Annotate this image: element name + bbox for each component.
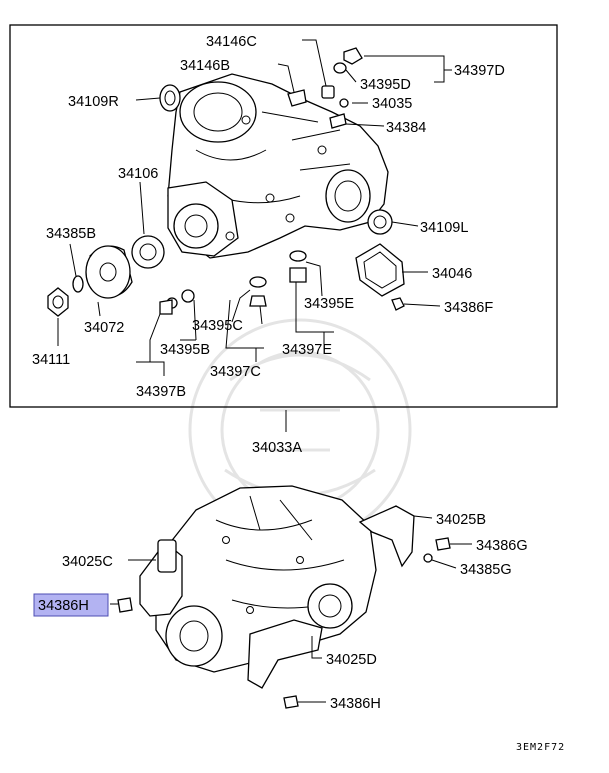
bracket-34025B [358,505,415,568]
bolt-34386G [435,537,451,551]
label-34386H[interactable]: 34386H [330,696,381,712]
label-34397C[interactable]: 34397C [210,364,261,380]
label-34146C[interactable]: 34146C [206,34,257,50]
label-34106[interactable]: 34106 [118,166,158,182]
label-34025B[interactable]: 34025B [436,512,486,528]
label-34046[interactable]: 34046 [432,266,472,282]
gasket-34395C [249,276,267,288]
flange-nut [47,287,69,317]
gasket-34395B [181,289,195,303]
plug-34397E [289,267,307,283]
label-34397D[interactable]: 34397D [454,63,505,79]
label-34035[interactable]: 34035 [372,96,412,112]
label-34395C[interactable]: 34395C [192,318,243,334]
rear-cover-plate [355,243,405,297]
bracket-34025D [247,619,323,689]
washer-34385G [423,553,433,563]
label-34397B[interactable]: 34397B [136,384,186,400]
label-34111[interactable]: 34111 [32,352,70,368]
label-34033A[interactable]: 34033A [252,440,302,456]
oil-seal-left [367,209,393,235]
plug-34397D [343,47,363,65]
leader-lines [57,39,472,703]
label-34395B[interactable]: 34395B [160,342,210,358]
figure-code: 3EM2F72 [516,742,565,753]
companion-flange [85,245,133,299]
washer-34385B [72,275,84,293]
label-34386H-highlighted[interactable]: 34386H [38,598,89,614]
bolt-34386F [391,297,405,311]
filler-plug-34397C [249,295,267,307]
gasket-34395E [289,250,307,262]
label-34025D[interactable]: 34025D [326,652,377,668]
gasket-34395D [333,62,347,74]
label-34109R[interactable]: 34109R [68,94,119,110]
bracket-34025C-post [157,539,177,573]
label-34385B[interactable]: 34385B [46,226,96,242]
breather-cap-34146C [321,85,335,99]
bolt-34386H-bottom [283,695,299,709]
breather-34146B [287,89,307,107]
label-34146B[interactable]: 34146B [180,58,230,74]
label-34395E[interactable]: 34395E [304,296,354,312]
label-34397E[interactable]: 34397E [282,342,332,358]
label-34384[interactable]: 34384 [386,120,426,136]
assembly-frame [9,24,558,408]
label-34395D[interactable]: 34395D [360,77,411,93]
label-34025C[interactable]: 34025C [62,554,113,570]
label-34109L[interactable]: 34109L [420,220,468,236]
label-34386G[interactable]: 34386G [476,538,528,554]
pinion-oil-seal [131,235,165,269]
highlight-box [33,593,109,617]
oil-seal-right [159,84,181,112]
drain-plug [159,297,178,315]
part-labels: 34146C 34146B 34395D 34397D 34109R 34035… [32,34,565,753]
label-34072[interactable]: 34072 [84,320,124,336]
label-34386F[interactable]: 34386F [444,300,493,316]
differential-carrier-mounted [155,485,377,673]
differential-carrier-exploded [167,73,389,259]
breather-34035 [339,98,349,108]
label-34385G[interactable]: 34385G [460,562,512,578]
bolt-34386H-left [117,597,133,613]
